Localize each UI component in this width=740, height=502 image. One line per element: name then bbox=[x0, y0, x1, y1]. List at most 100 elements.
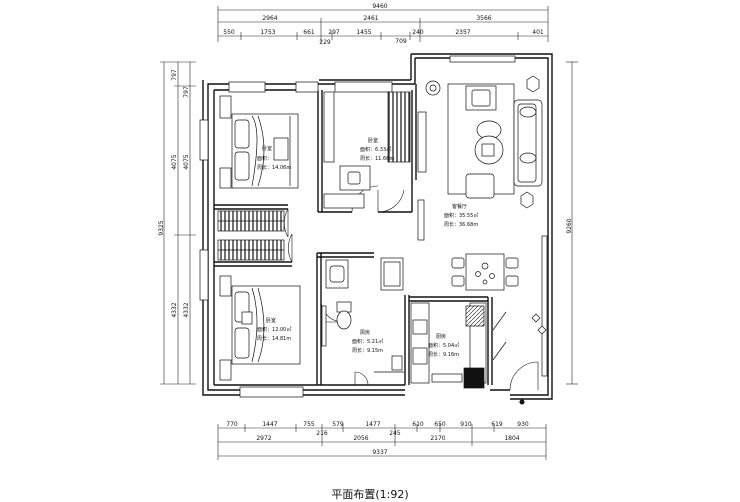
bedroom-sw-label: 卧室 面积：12.00㎡ 周长：14.81m bbox=[257, 317, 291, 342]
dim-label: 2972 bbox=[256, 435, 271, 442]
cabinet bbox=[417, 199, 425, 241]
table-item bbox=[475, 271, 481, 277]
armchair bbox=[465, 173, 495, 199]
dim-label: 1447 bbox=[262, 421, 277, 428]
bathroom bbox=[321, 257, 404, 373]
appliance bbox=[465, 305, 485, 327]
plan-title: 平面布置(1:92) bbox=[331, 488, 409, 501]
dim-label: 1804 bbox=[504, 435, 519, 442]
room-area: 面积：5.21㎡ bbox=[352, 338, 383, 345]
table-item bbox=[482, 279, 488, 285]
dim-label: 2357 bbox=[455, 29, 470, 36]
desk bbox=[273, 137, 289, 161]
table-item bbox=[481, 262, 489, 270]
dim-label: 550 bbox=[223, 29, 235, 36]
dim-label: 650 bbox=[434, 421, 446, 428]
kitchen bbox=[410, 302, 507, 389]
dim-label: 245 bbox=[389, 430, 401, 437]
plant bbox=[526, 75, 540, 93]
dim-label: 4332 bbox=[171, 302, 178, 317]
bottom-total-dim: 9337 bbox=[372, 449, 387, 456]
sink bbox=[412, 347, 428, 365]
dim-label: 4332 bbox=[183, 302, 190, 317]
dining-chair bbox=[451, 275, 465, 287]
toilet-tank bbox=[336, 301, 352, 313]
dim-label: 240 bbox=[412, 29, 424, 36]
dining-table bbox=[465, 253, 505, 291]
dim-label: 610 bbox=[412, 421, 424, 428]
table-item bbox=[489, 273, 495, 279]
room-area: 面积：6.33㎡ bbox=[360, 146, 391, 153]
room-perimeter: 周长：36.68m bbox=[444, 221, 478, 228]
dim-label: 709 bbox=[395, 38, 407, 45]
study-label: 卧室 面积：6.33㎡ 周长：11.66m bbox=[360, 137, 394, 162]
dim-label: 1753 bbox=[260, 29, 275, 36]
room-perimeter: 周长：9.15m bbox=[352, 347, 383, 354]
dining-chair bbox=[451, 257, 465, 269]
bottom-dimension-labels: 770 1447 755 579 1477 610 650 910 619 93… bbox=[226, 421, 529, 456]
dim-label: 229 bbox=[319, 39, 331, 46]
tv-cabinet bbox=[417, 111, 427, 173]
cushion bbox=[519, 106, 537, 118]
shower bbox=[391, 355, 403, 371]
room-area: 面积：12.00㎡ bbox=[257, 326, 291, 333]
dim-label: 1455 bbox=[356, 29, 371, 36]
room-area: 面积： bbox=[257, 155, 272, 162]
cabinet bbox=[323, 193, 365, 209]
bedroom-nw-label: 卧室 面积： 周长：14.06m bbox=[257, 145, 291, 171]
counter bbox=[410, 302, 430, 384]
pillow bbox=[234, 119, 250, 149]
dim-label: 797 bbox=[183, 86, 190, 98]
room-perimeter: 周长：11.66m bbox=[360, 155, 394, 162]
top-total-dim: 9460 bbox=[372, 3, 387, 10]
nightstand bbox=[219, 95, 232, 119]
stove bbox=[412, 319, 428, 335]
plant bbox=[520, 191, 534, 209]
dim-label: 770 bbox=[226, 421, 238, 428]
living-room bbox=[417, 75, 548, 405]
nightstand bbox=[219, 275, 232, 297]
pillow bbox=[234, 327, 250, 359]
dim-label: 1477 bbox=[365, 421, 380, 428]
room-perimeter: 周长：14.06m bbox=[257, 164, 291, 171]
coffee-table-item bbox=[481, 143, 495, 157]
sink bbox=[329, 265, 345, 283]
dim-label: 2056 bbox=[353, 435, 368, 442]
right-dimension bbox=[566, 61, 578, 385]
room-name: 客餐厅 bbox=[452, 203, 467, 210]
fridge bbox=[463, 367, 485, 389]
dim-label: 930 bbox=[517, 421, 529, 428]
room-perimeter: 周长：14.81m bbox=[257, 335, 291, 342]
top-dimension-labels: 9460 2964 2461 3566 550 1753 661 297 145… bbox=[223, 3, 544, 46]
tray bbox=[241, 311, 253, 325]
dim-label: 4075 bbox=[171, 154, 178, 169]
dim-label: 2170 bbox=[430, 435, 445, 442]
dining-chair bbox=[505, 257, 519, 269]
wardrobes bbox=[217, 210, 285, 261]
bedroom-nw bbox=[219, 95, 299, 189]
armchair-seat bbox=[471, 89, 491, 107]
shelf bbox=[323, 91, 335, 163]
dim-label: 619 bbox=[491, 421, 503, 428]
bottom-dimensions bbox=[217, 424, 547, 460]
room-name: 厨房 bbox=[436, 333, 446, 340]
dim-label: 910 bbox=[460, 421, 472, 428]
dim-label: 216 bbox=[316, 430, 328, 437]
plant bbox=[429, 84, 437, 92]
wardrobe bbox=[387, 91, 411, 163]
room-name: 厕房 bbox=[360, 329, 370, 336]
dim-label: 755 bbox=[303, 421, 315, 428]
dim-label: 4075 bbox=[183, 154, 190, 169]
bathroom-label: 厕房 面积：5.21㎡ 周长：9.15m bbox=[352, 329, 383, 354]
cabinet bbox=[541, 235, 548, 377]
room-area: 面积：35.55㎡ bbox=[444, 212, 478, 219]
towel-rack bbox=[321, 305, 327, 347]
cabinet bbox=[431, 373, 463, 383]
windows bbox=[199, 55, 516, 398]
right-total-dim: 9260 bbox=[566, 218, 573, 233]
dining-chair bbox=[505, 275, 519, 287]
study-room bbox=[323, 91, 411, 209]
dim-label: 3566 bbox=[476, 15, 491, 22]
left-dimension-labels: 9325 797 4075 4332 797 4075 4332 bbox=[158, 69, 190, 318]
